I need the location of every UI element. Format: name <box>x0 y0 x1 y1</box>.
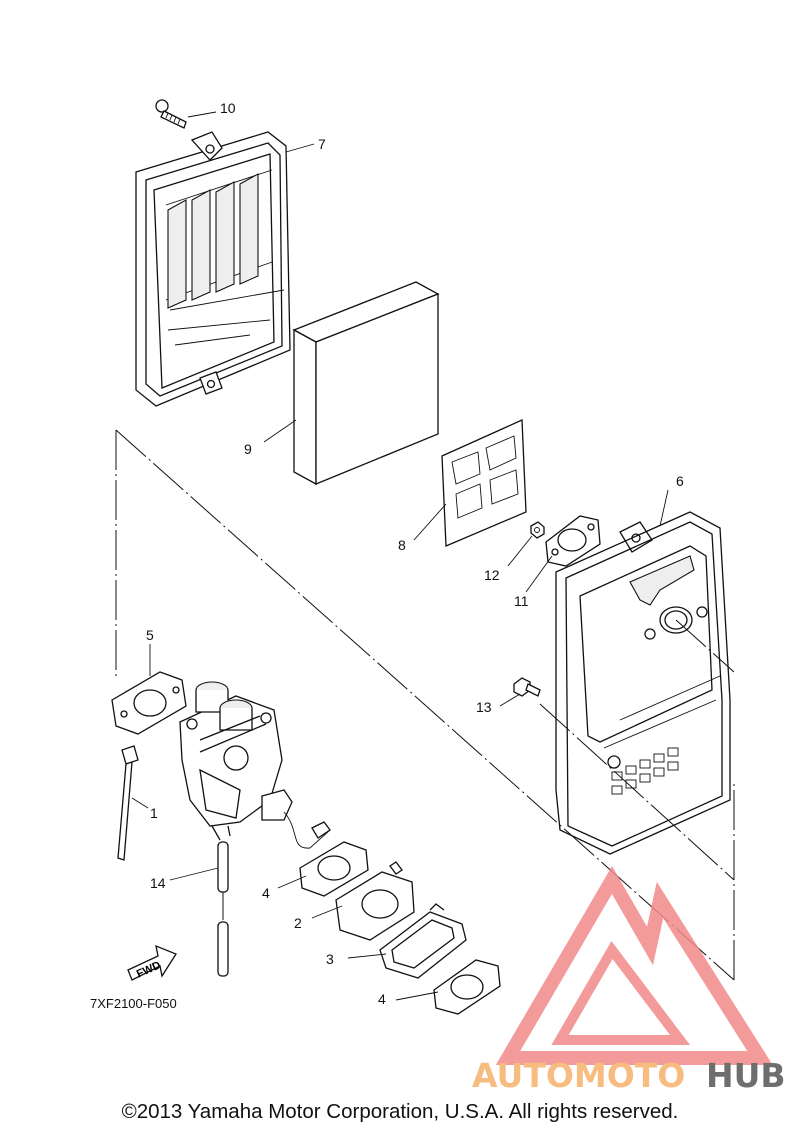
figure-code: 7XF2100-F050 <box>90 996 177 1011</box>
assembly-guide-lines <box>115 429 735 981</box>
part-number-1: 1 <box>150 805 158 821</box>
part-number-10: 10 <box>220 100 236 116</box>
fwd-label: FWD <box>135 959 163 980</box>
bolt-13 <box>513 677 541 697</box>
fwd-arrow-icon: FWD <box>127 944 177 981</box>
nut-12 <box>530 521 545 539</box>
joint-3 <box>379 903 467 979</box>
part-number-3: 3 <box>326 951 334 967</box>
part-number-12: 12 <box>484 567 500 583</box>
copyright-footer: ©2013 Yamaha Motor Corporation, U.S.A. A… <box>121 1100 679 1123</box>
part-number-8: 8 <box>398 537 406 553</box>
part-numbers: 10 7 9 8 6 12 11 13 5 1 14 4 2 3 4 <box>146 100 684 1007</box>
part-number-14: 14 <box>150 875 166 891</box>
part-number-7: 7 <box>318 136 326 152</box>
part-number-9: 9 <box>244 441 252 457</box>
part-number-4-lower: 4 <box>378 991 386 1007</box>
part-number-2: 2 <box>294 915 302 931</box>
watermark-word-a: AUTOMOTO <box>472 1056 685 1095</box>
gasket-8 <box>441 419 527 547</box>
part-number-6: 6 <box>676 473 684 489</box>
part-number-5: 5 <box>146 627 154 643</box>
part-number-13: 13 <box>476 699 492 715</box>
air-cleaner-cover <box>135 131 291 407</box>
watermark-logo: AUTOMOTO HUB <box>472 866 786 1095</box>
bolt-10 <box>155 99 187 129</box>
part-number-11: 11 <box>514 593 529 609</box>
air-filter-element <box>292 281 440 486</box>
gasket-5 <box>111 671 187 735</box>
hose-14 <box>217 841 229 977</box>
air-cleaner-case <box>555 511 731 855</box>
cable-tie-1 <box>117 745 139 861</box>
gasket-4-upper <box>299 841 369 897</box>
watermark-word-b: HUB <box>706 1056 786 1095</box>
carburetor <box>179 681 331 849</box>
gasket-4-lower <box>433 959 501 1015</box>
leader-lines <box>131 111 669 1001</box>
part-number-4-upper: 4 <box>262 885 270 901</box>
insulator-2 <box>335 861 415 941</box>
